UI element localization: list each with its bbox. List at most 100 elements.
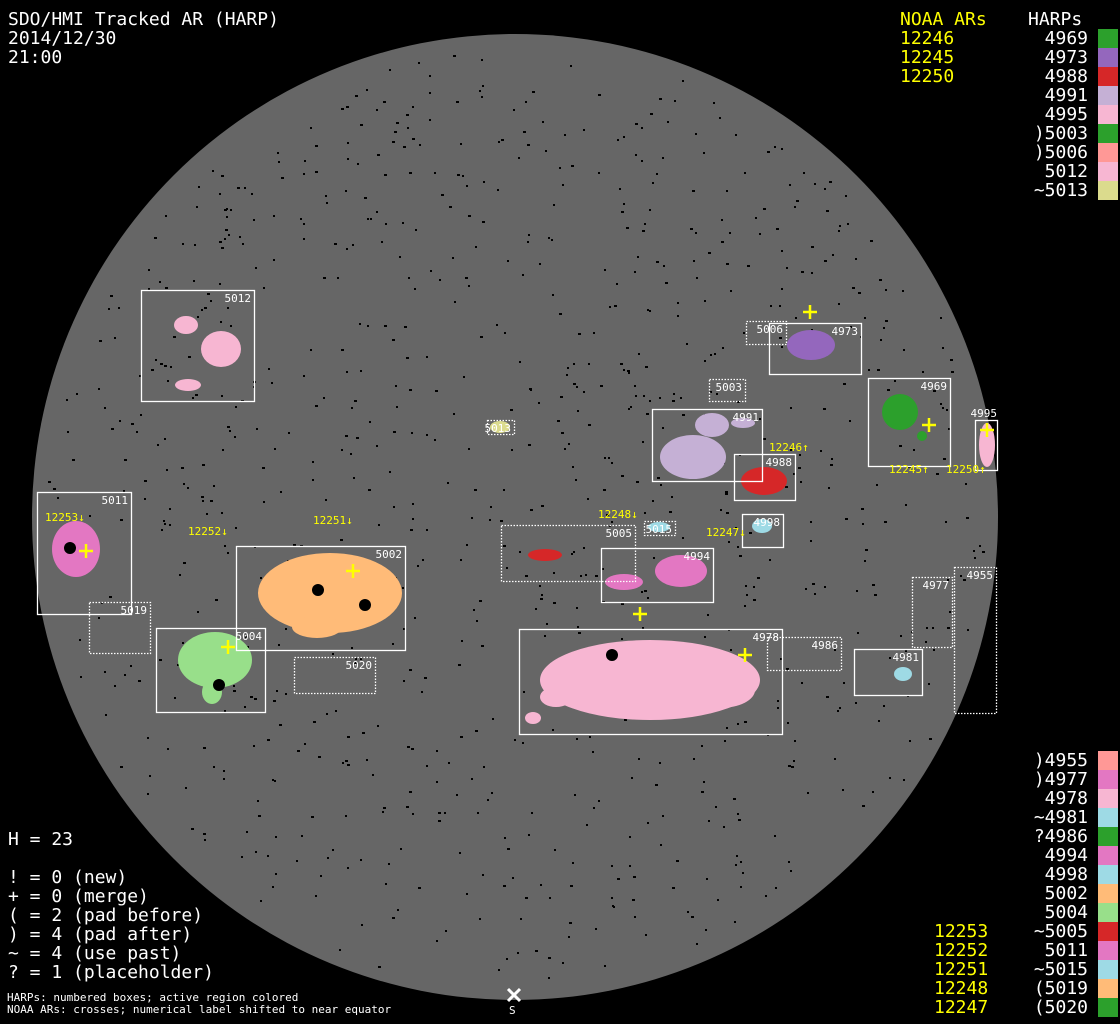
speck: [611, 865, 613, 867]
speck: [392, 917, 395, 919]
harp-color-swatch: [1098, 29, 1118, 48]
speck: [880, 339, 882, 341]
speck: [692, 190, 695, 192]
speck: [735, 864, 737, 866]
speck: [790, 449, 792, 451]
noaa-label: 12250↑: [946, 463, 986, 476]
harp-color-swatch: [1098, 884, 1118, 903]
speck: [123, 490, 125, 492]
speck: [411, 748, 414, 750]
active-region: [660, 435, 726, 479]
speck: [793, 473, 796, 475]
noaa-label: 12245↑: [889, 463, 929, 476]
harp-color-swatch: [1098, 751, 1118, 770]
speck: [481, 645, 484, 647]
speck: [381, 241, 383, 243]
speck: [662, 157, 664, 159]
speck: [279, 724, 282, 726]
harp-legend-item: ~5013: [1033, 180, 1088, 201]
speck: [341, 108, 344, 110]
speck: [812, 583, 815, 585]
harp-color-swatch: [1098, 846, 1118, 865]
speck: [452, 257, 454, 259]
speck: [641, 591, 643, 593]
speck: [167, 748, 169, 750]
speck: [385, 883, 387, 885]
active-region: [695, 413, 729, 437]
speck: [527, 241, 529, 243]
harp-legend-item: 4995: [1044, 104, 1088, 125]
speck: [235, 406, 237, 408]
harp-box-label: 4973: [832, 325, 859, 338]
speck: [354, 400, 357, 402]
speck: [529, 388, 532, 390]
harp-legend-item: )5006: [1033, 142, 1088, 163]
speck: [682, 80, 684, 82]
speck: [646, 413, 649, 415]
speck: [409, 389, 412, 391]
speck: [285, 693, 287, 695]
noaa-cross-icon: [738, 648, 752, 662]
speck: [960, 575, 962, 577]
speck: [735, 527, 737, 529]
speck: [519, 551, 521, 553]
speck: [828, 487, 830, 489]
speck: [744, 172, 746, 174]
speck: [466, 893, 468, 895]
speck: [340, 539, 343, 541]
speck: [235, 527, 237, 529]
speck: [823, 408, 826, 410]
date: 2014/12/30: [8, 28, 117, 49]
speck: [510, 409, 513, 411]
speck: [148, 269, 150, 271]
speck: [729, 232, 731, 234]
harp-box-label: 4998: [754, 516, 781, 529]
harp-box: [486, 419, 516, 436]
speck: [617, 139, 619, 141]
speck: [275, 836, 277, 838]
speck: [417, 565, 419, 567]
speck: [598, 94, 601, 96]
speck: [466, 185, 468, 187]
speck: [136, 431, 138, 433]
speck: [549, 897, 551, 899]
speck: [539, 263, 541, 265]
harp-color-swatch: [1098, 143, 1118, 162]
noaa-cross-icon: [633, 607, 647, 621]
speck: [538, 402, 540, 404]
speck: [552, 729, 554, 731]
speck: [719, 117, 721, 119]
speck: [805, 588, 807, 590]
speck: [466, 544, 468, 546]
speck: [638, 353, 640, 355]
speck: [409, 669, 412, 671]
speck: [611, 521, 613, 523]
speck: [332, 653, 334, 655]
speck: [347, 867, 349, 869]
speck: [366, 89, 368, 91]
harp-legend-item: ~5005: [1033, 921, 1088, 942]
speck: [552, 294, 554, 296]
speck: [789, 184, 791, 186]
speck: [197, 611, 199, 613]
speck: [497, 189, 499, 191]
speck: [310, 349, 312, 351]
speck: [757, 577, 760, 579]
harp-box-label: 5004: [236, 630, 263, 643]
speck: [660, 484, 662, 486]
speck: [460, 143, 462, 145]
speck: [500, 520, 503, 522]
speck: [947, 627, 950, 629]
speck: [777, 707, 779, 709]
speck: [342, 762, 344, 764]
speck: [544, 635, 546, 637]
speck: [737, 401, 740, 403]
speck: [164, 523, 166, 525]
speck: [144, 480, 147, 482]
speck: [438, 820, 441, 822]
speck: [110, 295, 113, 297]
speck: [345, 435, 348, 437]
speck: [191, 828, 194, 830]
speck: [303, 238, 305, 240]
harp-color-swatch: [1098, 124, 1118, 143]
